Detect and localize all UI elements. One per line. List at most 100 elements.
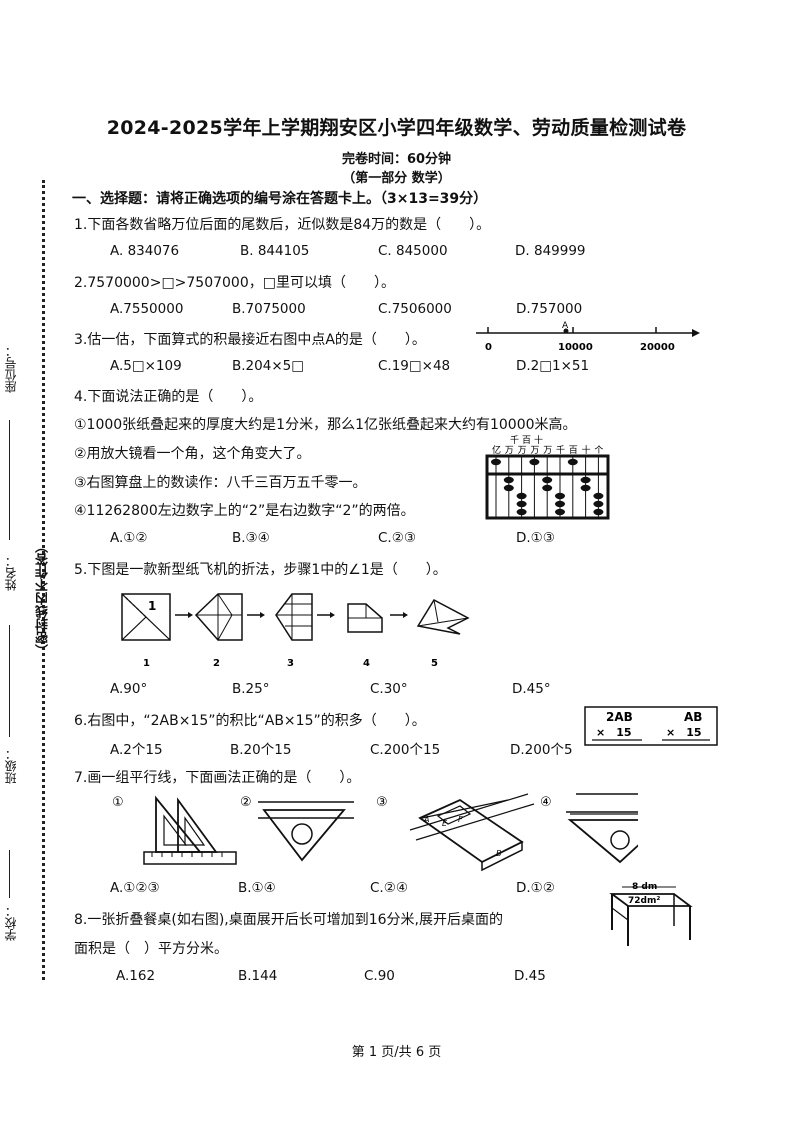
- point-a-label: A: [562, 321, 569, 331]
- abacus-bead: [580, 484, 591, 492]
- triangle-label-e: E: [442, 819, 448, 828]
- q4-option-a[interactable]: A.①②: [110, 530, 148, 546]
- step-label-4: 4: [363, 658, 370, 669]
- abacus-figure: 千 百 十 亿万万万万千百十个: [485, 434, 610, 520]
- abacus-bead: [503, 476, 514, 484]
- multiplication-figure: 2AB × 15 AB × 15: [584, 706, 718, 746]
- abacus-bead: [516, 500, 527, 508]
- q3-option-c[interactable]: C.19□×48: [378, 358, 451, 374]
- point-a-marker: [563, 328, 569, 334]
- abacus-place-label: 万: [505, 446, 514, 456]
- q1-option-a[interactable]: A. 834076: [110, 243, 180, 259]
- abacus-place-label: 万: [518, 446, 527, 456]
- abacus-bead: [593, 492, 604, 500]
- abacus-top-label-1: 千: [510, 435, 519, 446]
- q8-option-a[interactable]: A.162: [116, 968, 156, 984]
- abacus-bead: [555, 508, 565, 516]
- name-blank[interactable]: [9, 420, 10, 540]
- abacus-bead: [529, 458, 540, 466]
- q4-statement-3: ③右图算盘上的数读作：八千三百万五千零一。: [74, 475, 367, 491]
- question-7-stem: 7.画一组平行线，下面画法正确的是（ ）。: [74, 770, 361, 786]
- abacus-place-label: 个: [594, 445, 603, 456]
- q7-option-c[interactable]: C.②④: [370, 880, 408, 896]
- question-5-stem: 5.下图是一款新型纸飞机的折法，步骤1中的∠1是（ ）。: [74, 562, 447, 578]
- abacus-place-label: 千: [556, 445, 565, 456]
- q4-statement-2: ②用放大镜看一个角，这个角变大了。: [74, 446, 311, 462]
- q2-option-d[interactable]: D.757000: [516, 301, 583, 317]
- abacus-top-label-2: 百: [522, 435, 531, 446]
- folding-table-figure: 8 dm 72dm²: [609, 882, 693, 946]
- binding-dotted-line: [42, 180, 45, 980]
- figure-label-2: ②: [240, 795, 252, 810]
- step-label-5: 5: [431, 658, 438, 669]
- q2-option-b[interactable]: B.7075000: [232, 301, 306, 317]
- abacus-bead: [516, 492, 527, 500]
- abacus-bead: [542, 484, 553, 492]
- abacus-bead: [542, 476, 553, 484]
- abacus-place-label: 十: [582, 444, 591, 456]
- abacus-bead: [555, 492, 565, 500]
- mult-left-top: 2AB: [606, 710, 633, 724]
- step-label-3: 3: [287, 658, 294, 669]
- seal-line-notice: （密封线内不作答）: [36, 540, 51, 657]
- q4-option-b[interactable]: B.③④: [232, 530, 270, 546]
- class-label: 班级：: [4, 748, 18, 784]
- exam-title: 2024-2025学年上学期翔安区小学四年级数学、劳动质量检测试卷: [106, 117, 687, 139]
- q6-option-c[interactable]: C.200个15: [370, 742, 441, 758]
- q5-option-a[interactable]: A.90°: [110, 681, 148, 697]
- page-number: 第 1 页/共 6 页: [351, 1045, 442, 1060]
- q6-option-a[interactable]: A.2个15: [110, 742, 163, 758]
- exam-time: 完卷时间：60分钟: [341, 152, 452, 167]
- numberline-label-20000: 20000: [640, 342, 675, 353]
- q8-option-b[interactable]: B.144: [238, 968, 278, 984]
- triangle-label-f: F: [458, 815, 463, 824]
- q7-option-b[interactable]: B.①④: [238, 880, 276, 896]
- q1-option-d[interactable]: D. 849999: [515, 243, 586, 259]
- q1-option-b[interactable]: B. 844105: [240, 243, 310, 259]
- numberline-label-0: 0: [485, 342, 492, 353]
- q1-option-c[interactable]: C. 845000: [378, 243, 448, 259]
- abacus-place-label: 百: [569, 445, 578, 456]
- q7-option-a[interactable]: A.①②③: [110, 880, 160, 896]
- abacus-bead: [567, 458, 578, 466]
- table-area-label: 72dm²: [628, 896, 660, 906]
- q2-option-c[interactable]: C.7506000: [378, 301, 452, 317]
- abacus-bead: [593, 500, 604, 508]
- seat-label: 座位号：: [4, 345, 18, 393]
- name-label: 姓名：: [4, 555, 18, 591]
- q3-option-d[interactable]: D.2□1×51: [516, 358, 590, 374]
- abacus-bead: [555, 500, 565, 508]
- abacus-place-label: 万: [543, 446, 552, 456]
- q7-option-d[interactable]: D.①②: [516, 880, 555, 896]
- mult-right-top: AB: [684, 710, 702, 724]
- question-8-stem-2: 面积是（ ）平方分米。: [74, 941, 228, 957]
- question-6-stem: 6.右图中，“2AB×15”的积比“AB×15”的积多（ ）。: [74, 713, 426, 729]
- step-label-1: 1: [143, 658, 150, 669]
- q5-option-c[interactable]: C.30°: [370, 681, 408, 697]
- q3-option-a[interactable]: A.5□×109: [110, 358, 182, 374]
- table-length-label: 8 dm: [632, 882, 657, 892]
- abacus-place-label: 万: [530, 446, 539, 456]
- q4-statement-1: ①1000张纸叠起来的厚度大约是1分米，那么1亿张纸叠起来大约有10000米高。: [74, 417, 577, 433]
- question-8-stem: 8.一张折叠餐桌(如右图),桌面展开后长可增加到16分米,展开后桌面的: [74, 912, 503, 928]
- q8-option-c[interactable]: C.90: [364, 968, 395, 984]
- school-blank[interactable]: [9, 850, 10, 898]
- q5-option-d[interactable]: D.45°: [512, 681, 551, 697]
- q4-option-d[interactable]: D.①③: [516, 530, 555, 546]
- triangle-label-b: B: [496, 849, 502, 858]
- q6-option-b[interactable]: B.20个15: [230, 742, 292, 758]
- class-blank[interactable]: [9, 625, 10, 737]
- q2-option-a[interactable]: A.7550000: [110, 301, 184, 317]
- q3-option-b[interactable]: B.204×5□: [232, 358, 304, 374]
- q8-option-d[interactable]: D.45: [514, 968, 546, 984]
- question-3-stem: 3.估一估，下面算式的积最接近右图中点A的是（ ）。: [74, 332, 426, 348]
- step-label-2: 2: [213, 658, 220, 669]
- abacus-bead: [593, 508, 604, 516]
- q5-option-b[interactable]: B.25°: [232, 681, 270, 697]
- q6-option-d[interactable]: D.200个5: [510, 742, 573, 758]
- q4-option-c[interactable]: C.②③: [378, 530, 416, 546]
- question-4-stem: 4.下面说法正确的是（ ）。: [74, 389, 263, 405]
- mult-left-bottom: × 15: [596, 726, 632, 739]
- exam-part: （第一部分 数学）: [342, 171, 451, 186]
- parallel-lines-figures: ① ② ③ A E F B ④: [112, 793, 638, 872]
